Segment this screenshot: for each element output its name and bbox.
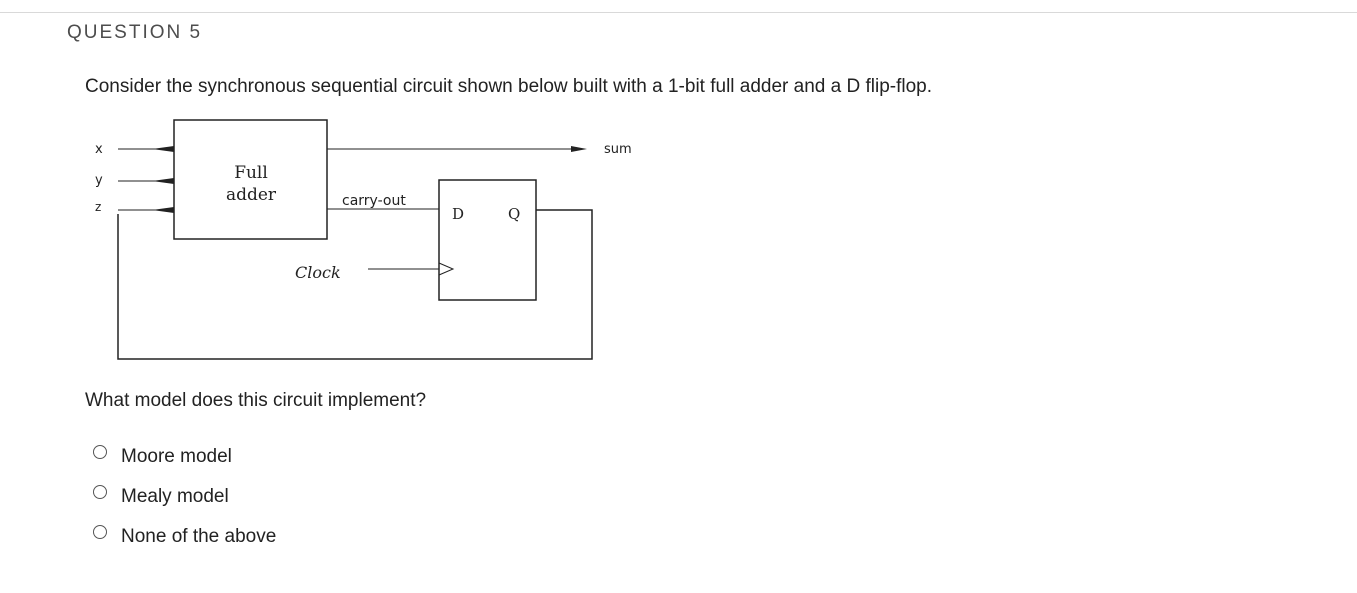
radio-button[interactable] [93,445,107,459]
question-number: QUESTION 5 [67,22,203,43]
sum-arrow [571,146,587,152]
option-mealy[interactable]: Mealy model [93,476,276,516]
full-adder-label-line1: Full [234,163,268,183]
input-z-label: z [95,200,101,214]
question-prompt: Consider the synchronous sequential circ… [85,76,933,97]
input-z-arrow [152,207,174,213]
radio-button[interactable] [93,525,107,539]
input-x-label: x [95,142,103,157]
ff-q-label: Q [508,205,520,223]
clock-label: Clock [295,263,341,282]
option-moore[interactable]: Moore model [93,436,276,476]
answer-options: Moore model Mealy model None of the abov… [93,436,276,556]
ff-d-label: D [452,205,464,223]
full-adder-block [173,119,328,240]
option-label: Mealy model [121,485,229,507]
radio-button[interactable] [93,485,107,499]
option-label: Moore model [121,445,232,467]
top-divider [0,12,1357,13]
option-none[interactable]: None of the above [93,516,276,556]
circuit-diagram: x y z Full adder sum carry-out D Q Clock [95,119,632,360]
full-adder-label-line2: adder [226,185,277,205]
ff-clock-triangle [438,262,455,276]
question-ask: What model does this circuit implement? [85,390,427,411]
input-x-arrow [152,146,174,152]
option-label: None of the above [121,525,277,547]
input-y-arrow [152,178,174,184]
sum-label: sum [604,142,632,157]
d-flip-flop-block [438,179,537,301]
carry-out-label: carry-out [342,193,406,209]
feedback-wire [117,209,593,360]
input-y-label: y [95,173,103,188]
